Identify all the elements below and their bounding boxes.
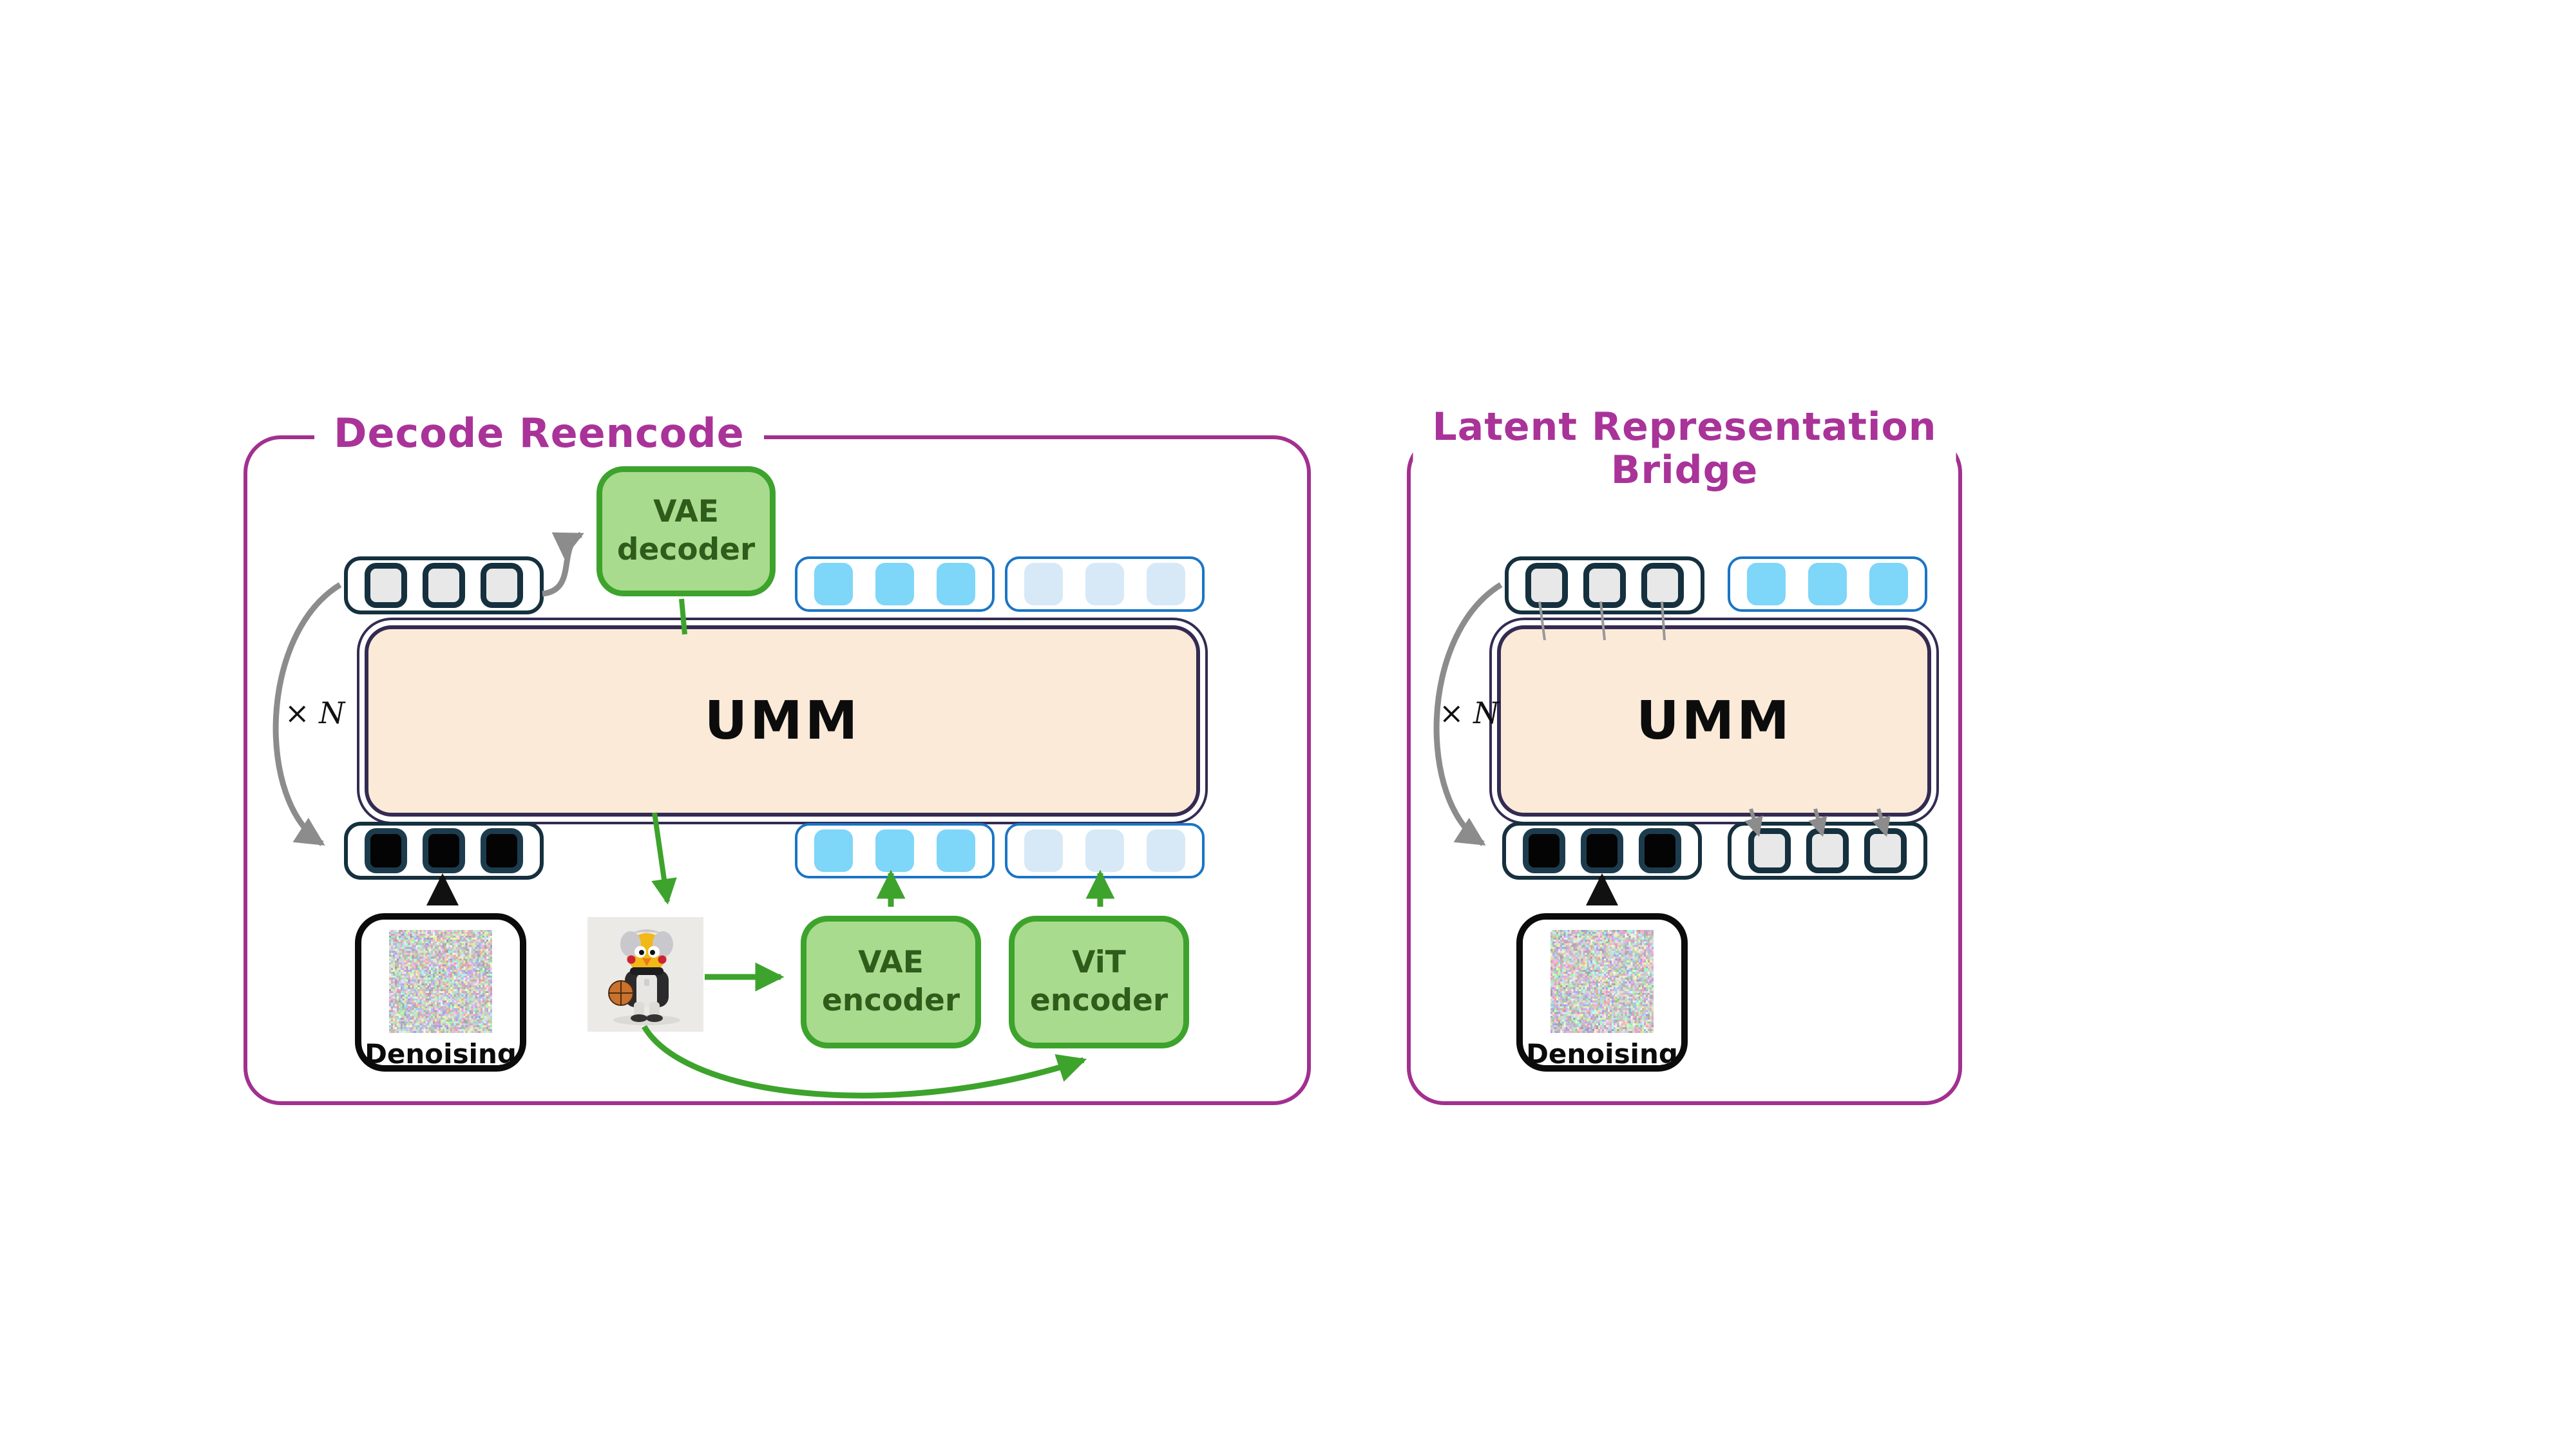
denoised-latent-token bbox=[1581, 828, 1623, 873]
noised-latent-token bbox=[1641, 563, 1684, 608]
token-row-vit-condition-top bbox=[1005, 556, 1205, 612]
denoised-latent-token bbox=[423, 828, 465, 873]
noise-image bbox=[1550, 930, 1654, 1033]
mascot-image bbox=[587, 917, 703, 1032]
panel-title-decode-reencode: Decode Reencode bbox=[314, 411, 764, 455]
image-condition-token bbox=[937, 829, 975, 872]
umm-box: UMM bbox=[1497, 625, 1931, 817]
token-row-latent-bridge-bottom bbox=[1728, 822, 1927, 880]
token-row-denoised-latents-bottom bbox=[1502, 822, 1702, 880]
denoising-box: Denoising bbox=[355, 913, 526, 1072]
noised-latent-token bbox=[1748, 828, 1791, 873]
image-condition-token bbox=[875, 563, 914, 605]
umm-box: UMM bbox=[365, 625, 1200, 817]
denoised-latent-token bbox=[1639, 828, 1681, 873]
faded-condition-token bbox=[1147, 829, 1185, 872]
image-condition-token bbox=[1747, 563, 1786, 605]
vae-encoder-box: VAE encoder bbox=[801, 916, 981, 1048]
umm-label: UMM bbox=[705, 690, 861, 752]
token-row-vit-condition-bottom bbox=[1005, 823, 1205, 878]
multiplier-label: × N bbox=[1439, 696, 1499, 730]
faded-condition-token bbox=[1147, 563, 1185, 605]
image-condition-token bbox=[875, 829, 914, 872]
denoised-latent-token bbox=[365, 828, 407, 873]
panel-title-latent-bridge: Latent Representation Bridge bbox=[1413, 406, 1956, 492]
noised-latent-token bbox=[1864, 828, 1907, 873]
umm-label: UMM bbox=[1636, 690, 1792, 752]
noised-latent-token bbox=[1525, 563, 1568, 608]
noised-latent-token bbox=[1583, 563, 1626, 608]
image-condition-token bbox=[1869, 563, 1908, 605]
faded-condition-token bbox=[1024, 829, 1063, 872]
image-condition-token bbox=[814, 829, 853, 872]
multiplier-label: × N bbox=[285, 696, 345, 730]
token-row-denoised-latents-bottom bbox=[344, 822, 544, 880]
image-condition-token bbox=[937, 563, 975, 605]
vit-encoder-box: ViT encoder bbox=[1009, 916, 1189, 1048]
image-condition-token bbox=[814, 563, 853, 605]
noised-latent-token bbox=[365, 563, 407, 608]
denoising-box: Denoising bbox=[1516, 913, 1688, 1072]
token-row-vae-condition-top bbox=[795, 556, 995, 612]
token-row-noised-latents-top bbox=[1505, 556, 1704, 614]
latent-bridge-panel: Latent Representation Bridge UMM × N Den… bbox=[1407, 435, 1962, 1105]
noised-latent-token bbox=[1806, 828, 1849, 873]
token-row-vae-condition-bottom bbox=[795, 823, 995, 878]
noise-image bbox=[389, 930, 492, 1033]
image-condition-token bbox=[1808, 563, 1847, 605]
noised-latent-token bbox=[481, 563, 523, 608]
token-row-condition-top bbox=[1728, 556, 1927, 612]
vae-decoder-box: VAE decoder bbox=[596, 466, 776, 596]
decode-reencode-panel: Decode Reencode VAE decoder UMM × N Deno… bbox=[243, 435, 1311, 1105]
token-row-noised-latents-top bbox=[344, 556, 544, 614]
denoising-label: Denoising bbox=[1526, 1038, 1678, 1070]
denoised-latent-token bbox=[1523, 828, 1565, 873]
faded-condition-token bbox=[1024, 563, 1063, 605]
denoising-label: Denoising bbox=[365, 1038, 517, 1070]
denoised-latent-token bbox=[481, 828, 523, 873]
faded-condition-token bbox=[1085, 829, 1124, 872]
noised-latent-token bbox=[423, 563, 465, 608]
faded-condition-token bbox=[1085, 563, 1124, 605]
